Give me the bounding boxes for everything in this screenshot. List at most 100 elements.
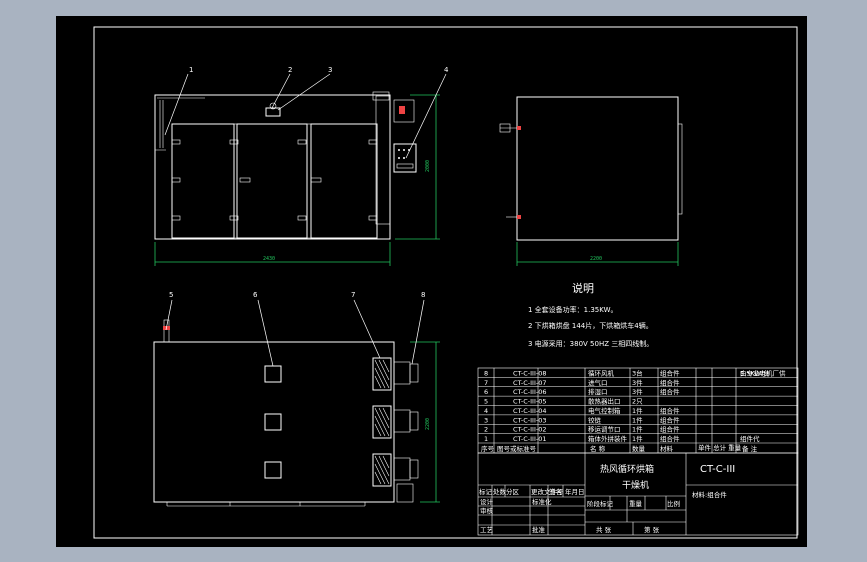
bom-cell-mat: 组合件 bbox=[660, 387, 680, 396]
drawing-border bbox=[93, 26, 798, 539]
bom-cell-code: CT-C-III-02 bbox=[513, 426, 547, 434]
tb-stage: 阶段标记 bbox=[587, 499, 614, 508]
notes-title: 说明 bbox=[572, 281, 594, 295]
callout-3: 3 bbox=[328, 66, 332, 74]
title-block: 热风循环烘箱 干燥机 CT-C-III 材料:组合件 标记 处数 分区 更改文件… bbox=[477, 452, 799, 536]
bom-cell-code: CT-C-III-04 bbox=[513, 407, 547, 415]
drawing-sheet bbox=[56, 16, 807, 547]
exhaust-port-2 bbox=[264, 413, 282, 431]
bom-cell-code: CT-C-III-03 bbox=[513, 416, 547, 424]
air-inlets bbox=[372, 357, 392, 487]
bom-cell-no: 3 bbox=[484, 416, 488, 424]
bom-cell-name: 循环风机 bbox=[588, 368, 615, 377]
callout-6: 6 bbox=[253, 291, 258, 299]
note-2: 2 下烘箱烘盘 144片，下烘箱烘车4辆。 bbox=[528, 321, 653, 330]
bom-cell-qty: 3件 bbox=[632, 378, 643, 387]
bom-cell-mat: 组合件 bbox=[660, 415, 680, 424]
notes: 说明 1 全套设备功率：1.35KW。 2 下烘箱烘盘 144片，下烘箱烘车4辆… bbox=[528, 281, 653, 348]
bom-cell-mat: 组合件 bbox=[660, 425, 680, 434]
bom-cell-no: 4 bbox=[484, 407, 488, 415]
bom-header-weight: 单件 总计 重量 bbox=[698, 443, 742, 452]
side-view: 2200 bbox=[499, 96, 683, 266]
tb-checker: 审核 bbox=[480, 506, 494, 515]
callouts-top: 5 6 7 8 bbox=[165, 291, 425, 367]
bom-cell-qty: 1件 bbox=[632, 415, 643, 424]
tb-standard: 标准化 bbox=[532, 497, 552, 506]
material-label: 材料:组合件 bbox=[692, 490, 727, 499]
bom-header-no: 序号 bbox=[481, 444, 495, 453]
dim-front-width: 2430 bbox=[263, 256, 275, 262]
bom-header-qty: 数量 bbox=[632, 444, 646, 453]
bom-header-mat: 材料 bbox=[660, 444, 674, 453]
bom-cell-no: 6 bbox=[484, 388, 488, 396]
tb-date: 年月日 bbox=[565, 487, 585, 496]
tb-mark: 标记 bbox=[479, 487, 493, 496]
bom-cell-name: 排湿口 bbox=[588, 387, 608, 396]
tb-scale: 比例 bbox=[667, 499, 680, 508]
bom-cell-name: 电气控制箱 bbox=[588, 406, 621, 415]
bom-cell-name: 进气口 bbox=[588, 378, 608, 387]
tb-approve: 批准 bbox=[532, 525, 546, 534]
note-1: 1 全套设备功率：1.35KW。 bbox=[528, 305, 618, 314]
dim-front-height: 2000 bbox=[425, 160, 431, 172]
bom-cell-code: CT-C-III-06 bbox=[513, 388, 547, 396]
bom-cell-no: 7 bbox=[484, 379, 488, 387]
bom-cell-qty: 1件 bbox=[632, 406, 643, 415]
callout-5: 5 bbox=[169, 291, 173, 299]
bom-cell-no: 5 bbox=[484, 398, 488, 406]
bom-cell-mat: 组合件 bbox=[660, 434, 680, 443]
dim-top-height: 2200 bbox=[425, 418, 431, 430]
bom-cell-name: 移运调节口 bbox=[588, 425, 621, 434]
bom-cell-code: CT-C-III-07 bbox=[513, 379, 547, 387]
front-view: 2430 2000 bbox=[154, 91, 440, 266]
control-box bbox=[393, 143, 417, 173]
bom-cell-qty: 2只 bbox=[632, 398, 643, 406]
note-3: 3 电源采用：380V 50HZ 三相四线制。 bbox=[528, 339, 653, 348]
tb-designer: 设计 bbox=[480, 497, 494, 506]
tb-count: 处数 bbox=[493, 487, 507, 496]
bom-cell-qty: 1件 bbox=[632, 434, 643, 443]
bom-cell-qty: 1件 bbox=[632, 425, 643, 434]
callout-1: 1 bbox=[189, 66, 193, 74]
bom-cell-no: 2 bbox=[484, 426, 488, 434]
dim-side-width: 2200 bbox=[590, 256, 602, 262]
tb-sheet-total: 共 张 bbox=[596, 525, 612, 534]
bom-cell-qty: 3件 bbox=[632, 387, 643, 396]
bom-cell-remark: 5.5KW/台 bbox=[740, 368, 770, 377]
tb-doc: 更改文件号 bbox=[531, 487, 564, 496]
callout-4: 4 bbox=[444, 66, 449, 74]
bom-cell-mat: 组合件 bbox=[660, 406, 680, 415]
bom-cell-code: CT-C-III-08 bbox=[513, 369, 547, 377]
bom-cell-code: CT-C-III-05 bbox=[513, 398, 547, 406]
tb-weight: 重量 bbox=[629, 500, 643, 508]
product-subname: 干燥机 bbox=[622, 479, 649, 491]
callouts-front: 1 2 3 4 bbox=[164, 66, 449, 159]
callout-8: 8 bbox=[421, 291, 425, 299]
bom-cell-code: CT-C-III-01 bbox=[513, 435, 547, 443]
bom-cell-no: 1 bbox=[484, 435, 488, 443]
tb-sheet-no: 第 张 bbox=[644, 525, 660, 534]
product-name: 热风循环烘箱 bbox=[600, 463, 654, 475]
bom-header-code: 图号或标准号 bbox=[497, 444, 537, 453]
fan-motor-mark bbox=[399, 106, 405, 114]
tb-zone: 分区 bbox=[506, 487, 520, 496]
bom-cell-name: 铰链 bbox=[588, 415, 602, 424]
circulation-fans bbox=[393, 361, 419, 503]
bom-cell-qty: 3台 bbox=[632, 368, 643, 377]
bom-cell-mat: 组合件 bbox=[660, 368, 680, 377]
bom-cell-no: 8 bbox=[484, 369, 488, 377]
bom-header-remark: 备 注 bbox=[742, 444, 758, 453]
bom-cell-mat: 组合件 bbox=[660, 378, 680, 387]
model-number: CT-C-III bbox=[700, 464, 735, 475]
bom-cell-name: 箱体外拼装件 bbox=[588, 434, 628, 443]
tb-craft: 工艺 bbox=[480, 526, 494, 534]
exhaust-port-3 bbox=[264, 461, 282, 479]
callout-2: 2 bbox=[288, 66, 292, 74]
bom-cell-name: 散热器出口 bbox=[588, 397, 621, 406]
callout-7: 7 bbox=[351, 291, 355, 299]
top-view: 2200 bbox=[153, 319, 440, 507]
tb-sign: 签名 bbox=[549, 487, 562, 496]
